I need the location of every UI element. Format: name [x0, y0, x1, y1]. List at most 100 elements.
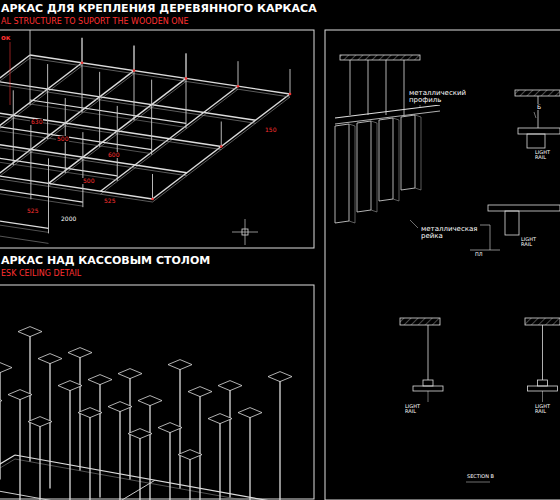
mount-plate [168, 360, 192, 370]
metal-slat [379, 118, 393, 201]
rail-clip [423, 380, 433, 386]
hanger-rod [186, 53, 187, 78]
metal-profile [335, 111, 440, 124]
lower-bar-edge [30, 104, 186, 127]
post [119, 407, 120, 500]
hanger-rod [151, 80, 152, 155]
dimension: 525 [26, 208, 39, 214]
ceiling-slab [515, 90, 560, 96]
light-rail [528, 386, 558, 391]
post [149, 401, 150, 500]
fix-point [81, 62, 84, 65]
post [199, 392, 200, 500]
post [169, 428, 170, 500]
hanger-rod [82, 38, 83, 113]
mount-plate [138, 396, 162, 406]
mount-plate [208, 414, 232, 424]
hanger-rod [238, 61, 239, 86]
hanger-rod [30, 124, 31, 199]
mount-plate [238, 408, 262, 418]
mount-plate [188, 387, 212, 397]
rail-bracket [488, 205, 560, 211]
light-rail [413, 386, 443, 391]
hanger-rod [428, 325, 429, 380]
callout: ПЛ [474, 252, 484, 257]
mount-plate [178, 450, 202, 460]
floor-line [470, 250, 500, 251]
mount-plate [78, 408, 102, 418]
mount-plate [128, 429, 152, 439]
hanger-rod [538, 96, 539, 128]
ceiling-slab [525, 318, 560, 325]
mount-plate [88, 375, 112, 385]
mount-plate [0, 363, 12, 373]
metal-slat [335, 124, 349, 223]
post [49, 359, 50, 489]
beam [49, 78, 187, 183]
hanger-rod [152, 174, 153, 199]
section-line [480, 225, 490, 250]
beam [153, 94, 291, 199]
mount-plate [108, 402, 132, 412]
lower-bar [0, 153, 117, 176]
dimension: 2000 [60, 216, 77, 222]
sheet-title: АРКАС НАД КАССОВЫМ СТОЛОМ [0, 255, 211, 267]
post [19, 395, 20, 500]
base-frame-edge [0, 459, 295, 500]
hanger-rod [386, 60, 387, 115]
post [139, 434, 140, 500]
part-name: металлическая рейка [420, 226, 474, 241]
mount-plate [118, 369, 142, 379]
metal-slat-side [415, 115, 421, 190]
fix-point [151, 198, 154, 201]
lower-bar [30, 100, 186, 123]
beam-edge [0, 137, 187, 176]
post [129, 374, 130, 480]
lower-bar-edge [0, 209, 49, 232]
section-details [335, 55, 560, 482]
fix-point [289, 93, 292, 96]
light-rail [505, 211, 519, 235]
metal-slat-side [349, 124, 355, 223]
post [279, 377, 280, 500]
beam [0, 55, 30, 160]
post [29, 332, 30, 462]
ceiling-slab [340, 55, 420, 60]
leader-line [10, 40, 11, 105]
title-underline [466, 482, 490, 483]
hanger-rod [82, 38, 83, 63]
callout: Б [536, 104, 542, 110]
mount-plate [0, 396, 2, 406]
fix-point [220, 145, 223, 148]
cash-desk-frame-iso [0, 327, 295, 500]
hanger-rod [48, 158, 49, 233]
dimension-line [0, 220, 49, 243]
beam-edge [0, 84, 256, 123]
mount-plate [68, 348, 92, 358]
lower-bar [0, 126, 152, 149]
leader-line [534, 112, 536, 118]
metal-slat [357, 121, 371, 212]
mount-plate [218, 381, 242, 391]
section-title: SECTION B [466, 474, 495, 479]
post [229, 386, 230, 498]
hanger-rod [404, 60, 405, 115]
mount-plate [18, 327, 42, 337]
hanger-rod [99, 72, 100, 147]
leader-line [542, 391, 543, 402]
dimension: 630 [30, 119, 43, 125]
post [69, 386, 70, 500]
beam-edge [30, 58, 290, 97]
beam [30, 55, 290, 94]
mount-plate [38, 354, 62, 364]
hanger-rod [134, 46, 135, 121]
post [189, 455, 190, 500]
light-rail [527, 134, 545, 148]
fix-point [133, 69, 136, 72]
lower-bar-edge [0, 183, 83, 206]
hanger-rod [290, 69, 291, 94]
part-name: LIGHT RAIL [534, 150, 558, 161]
post [89, 413, 90, 500]
hanger-rod [221, 122, 222, 147]
